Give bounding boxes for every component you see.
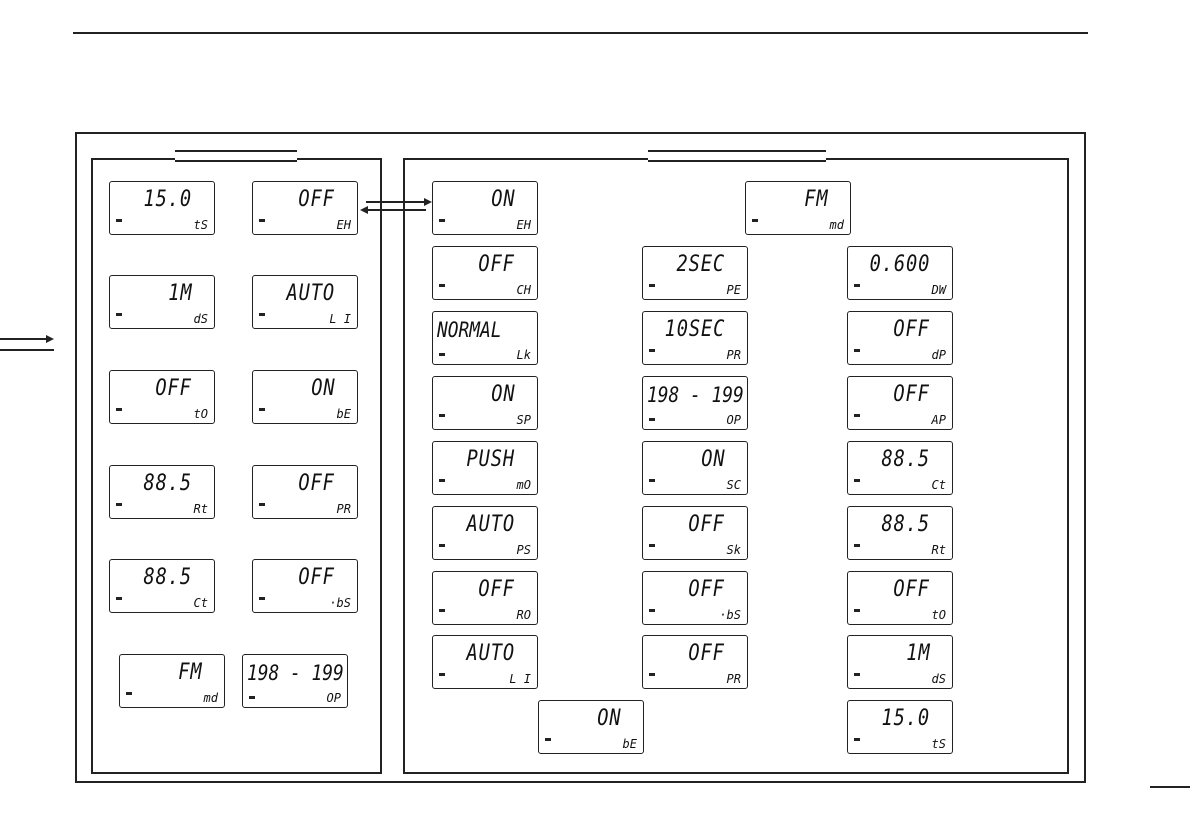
lcd-display: OFF·bS — [642, 571, 748, 625]
top-rule — [73, 32, 1088, 34]
page-corner-rule — [1150, 786, 1190, 788]
left-panel-title-tab — [175, 150, 297, 162]
lcd-display: OFF·bS — [252, 559, 358, 613]
right-panel-title-tab — [648, 150, 826, 162]
